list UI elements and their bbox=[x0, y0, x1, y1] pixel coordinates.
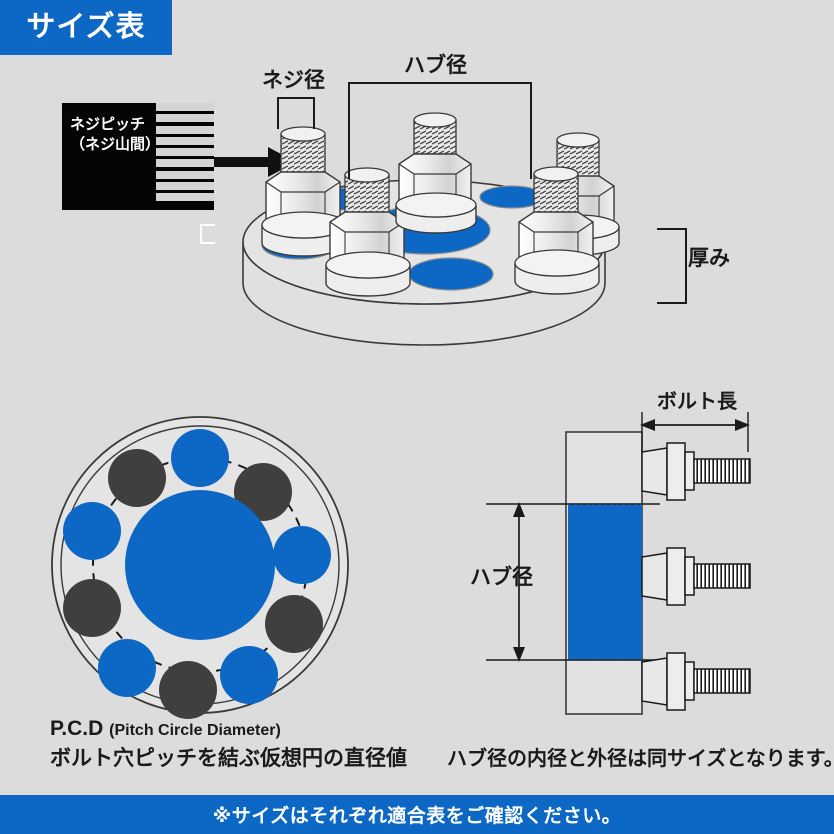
callout-arrow-icon bbox=[212, 147, 296, 177]
page-title: サイズ表 bbox=[26, 11, 146, 43]
label-hub-diameter-top: ハブ径 bbox=[404, 54, 467, 77]
hub-diameter-bracket bbox=[348, 82, 532, 179]
thread-diameter-bracket bbox=[277, 97, 315, 129]
label-hub-diameter-section: ハブ径 bbox=[470, 566, 533, 589]
cross-section-diagram bbox=[486, 412, 751, 715]
thread-pitch-callout: ネジピッチ （ネジ山間） bbox=[62, 103, 215, 244]
pcd-caption: P.C.D (Pitch Circle Diameter) ボルト穴ピッチを結ぶ… bbox=[50, 718, 407, 769]
label-bolt-length: ボルト長 bbox=[657, 391, 737, 413]
hub-diameter-note: ハブ径の内径と外径は同サイズとなります。 bbox=[447, 748, 834, 770]
footer-note-banner: ※サイズはそれぞれ適合表をご確認ください。 bbox=[0, 795, 834, 834]
stud-nut-assembly bbox=[261, 112, 620, 297]
pitch-bracket-icon bbox=[200, 224, 215, 244]
thread-ridges-icon bbox=[156, 103, 214, 210]
pcd-caption-body: ボルト穴ピッチを結ぶ仮想円の直径値 bbox=[50, 747, 407, 770]
thread-pitch-label: ネジピッチ （ネジ山間） bbox=[70, 116, 161, 154]
page-title-badge: サイズ表 bbox=[0, 0, 172, 55]
pcd-circle-diagram bbox=[51, 416, 349, 719]
pcd-caption-title: P.C.D (Pitch Circle Diameter) bbox=[50, 717, 281, 740]
label-thickness: 厚み bbox=[688, 247, 730, 270]
label-thread-diameter: ネジ径 bbox=[262, 69, 325, 92]
footer-note-text: ※サイズはそれぞれ適合表をご確認ください。 bbox=[212, 806, 622, 827]
thickness-bracket bbox=[657, 228, 687, 304]
